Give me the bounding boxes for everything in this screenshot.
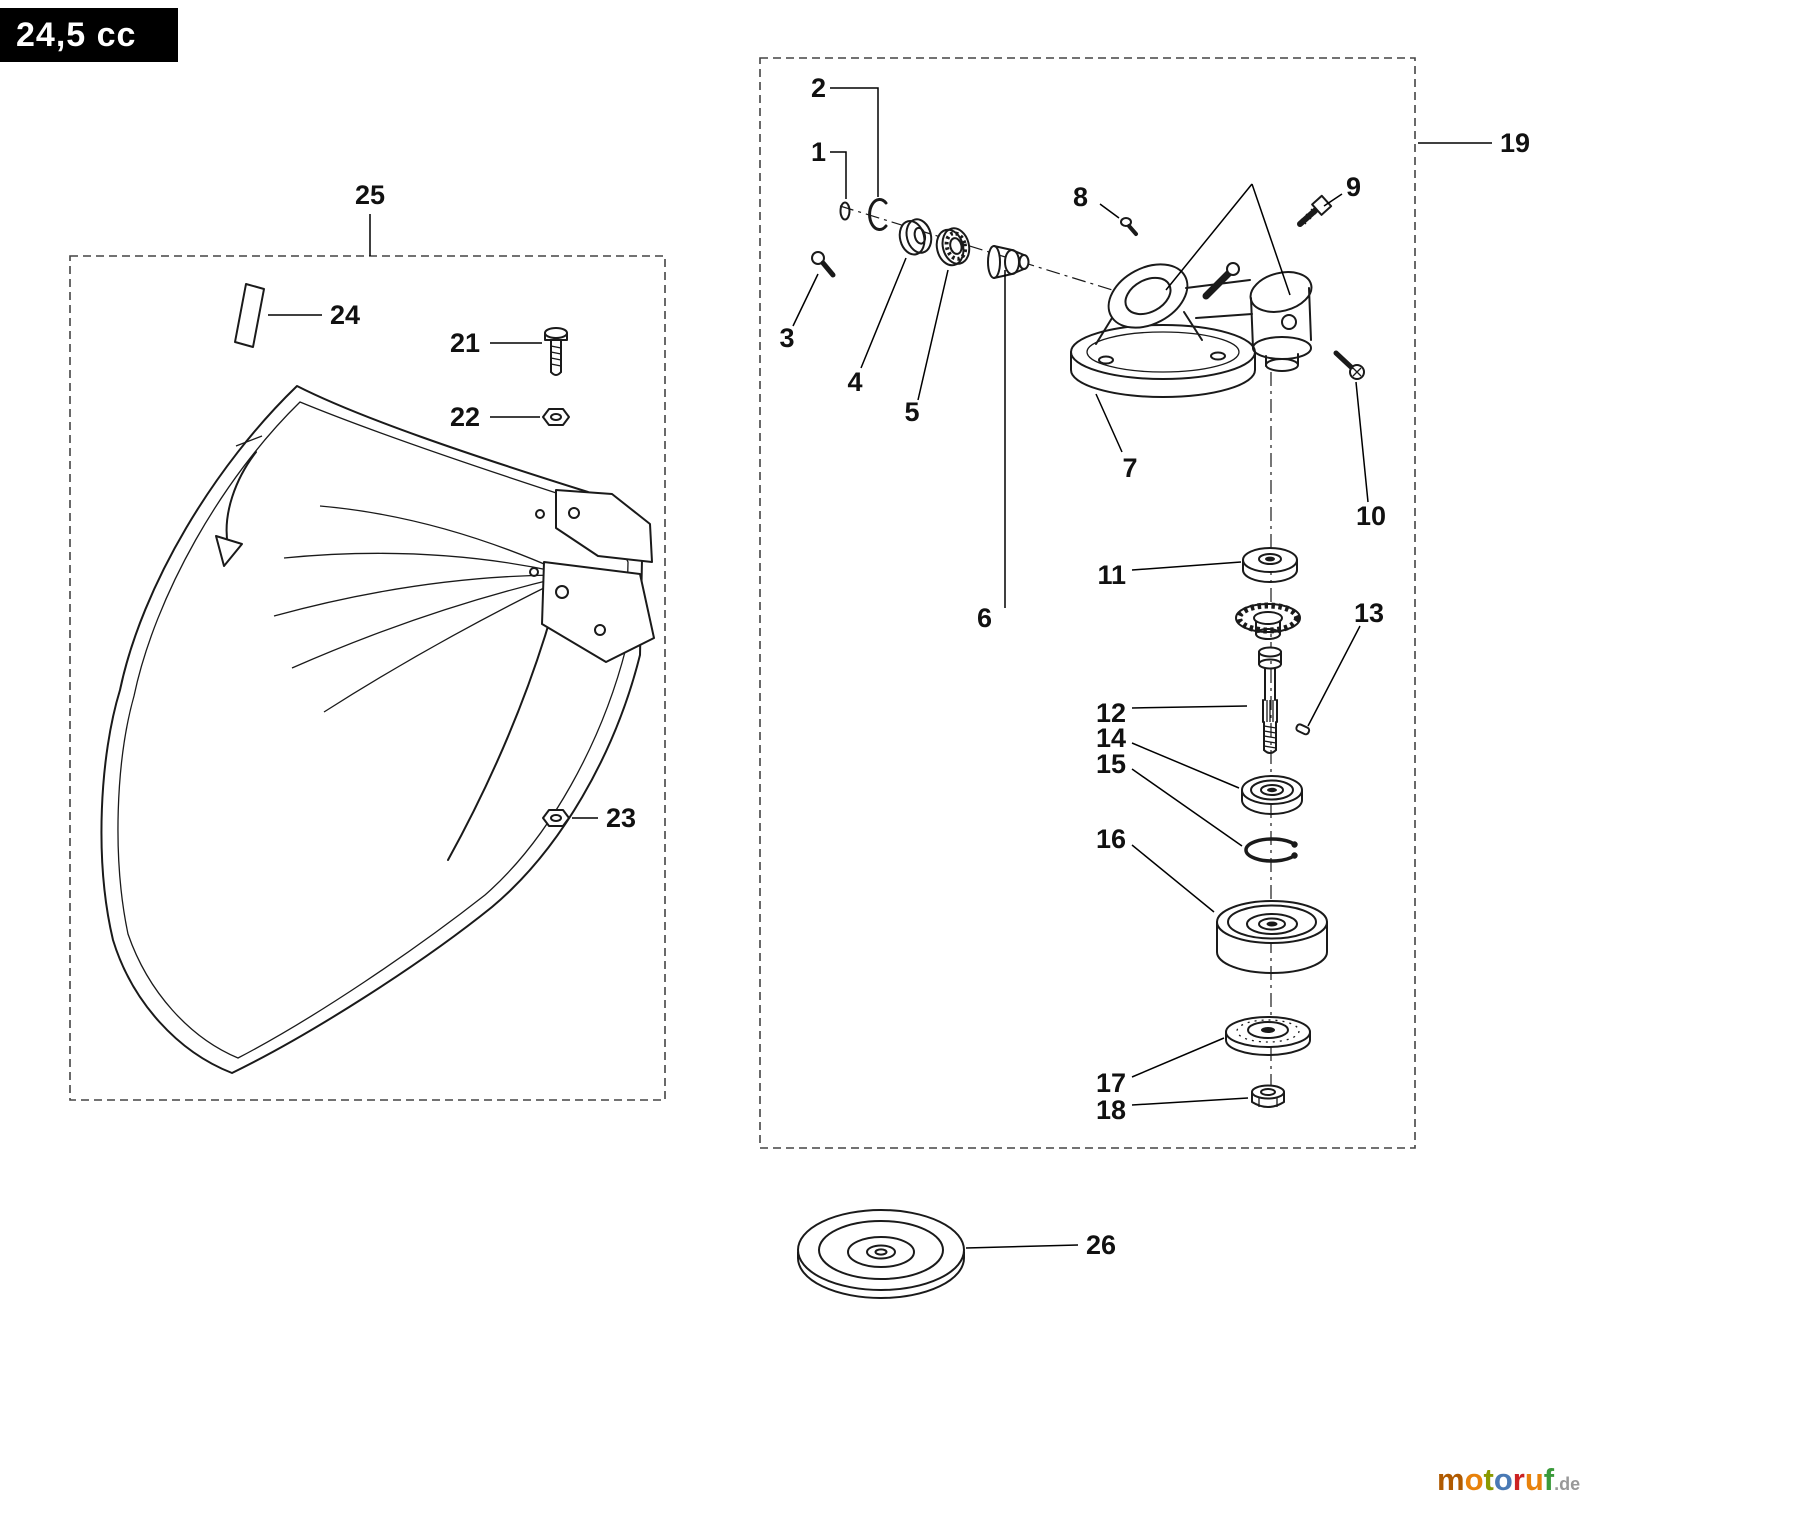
part-label-10: 10 [1356,501,1386,531]
part-14-bearing [1241,775,1303,815]
part-6-coupler [987,245,1030,279]
part-5-splined-washer [935,227,971,267]
part-21-screw [544,327,568,376]
part-label-18: 18 [1096,1095,1126,1125]
part-15-snap-ring [1244,837,1298,863]
part-number-labels: 2 1 3 4 5 6 7 8 9 10 11 12 13 14 15 16 1… [330,73,1530,1260]
watermark[interactable]: motoruf.de [1437,1462,1580,1498]
part-label-11: 11 [1097,560,1126,590]
part-label-14: 14 [1096,723,1126,753]
part-22-nut [542,408,570,426]
part-label-6: 6 [977,603,992,633]
part-label-2: 2 [811,73,826,103]
part-label-26: 26 [1086,1230,1116,1260]
part-label-7: 7 [1122,453,1137,483]
part-label-9: 9 [1346,172,1361,202]
part-4-washer [898,218,933,256]
part-11-washer [1242,547,1298,583]
part-2-snap-ring [868,198,888,231]
part-9-bolt [1297,194,1333,227]
watermark-suffix: .de [1554,1474,1581,1494]
part-label-17: 17 [1096,1068,1126,1098]
part-10-screw [1333,350,1365,380]
engine-size-badge: 24,5 cc [0,8,178,62]
part-label-22: 22 [450,402,480,432]
part-label-12: 12 [1096,698,1126,728]
part-3-screw [811,251,836,278]
gearhead-assembly-drawing [811,194,1365,1108]
guard-bracket-upper [535,489,653,563]
guard-ribs [273,505,561,861]
part-label-1: 1 [811,137,826,167]
part-18-nut [1251,1084,1285,1108]
part-label-19: 19 [1500,128,1530,158]
part-label-21: 21 [450,328,480,358]
gearhead-section-box [759,57,1416,1149]
guard-section-box [69,255,666,1101]
guard-assembly-drawing [100,283,655,1074]
part-label-3: 3 [779,323,794,353]
part-16-bearing-cup [1216,900,1328,974]
part-label-25: 25 [355,180,385,210]
engine-size-label: 24,5 cc [16,15,137,54]
part-23-nut [542,809,570,827]
part-label-16: 16 [1096,824,1126,854]
part-label-15: 15 [1096,749,1126,779]
part-label-8: 8 [1073,182,1088,212]
bevel-gear [1235,602,1301,640]
part-26-disc [797,1209,965,1299]
watermark-brand: motoruf [1437,1462,1555,1497]
leader-lines [268,87,1492,1249]
part-17-washer [1225,1016,1311,1056]
part-13-key [1295,723,1311,736]
part-1-ring [839,201,851,221]
guard-bracket-lower [529,561,655,663]
part-8-screw [1120,217,1138,236]
part-label-23: 23 [606,803,636,833]
part-label-4: 4 [847,367,862,397]
part-7-gear-housing [1070,262,1313,398]
rotation-arrow-icon [215,435,263,567]
part-24-sticker [234,283,265,348]
part-label-13: 13 [1354,598,1384,628]
part-label-24: 24 [330,300,360,330]
part-label-5: 5 [904,397,919,427]
axis-centerline-diagonal [839,205,1136,298]
part-12-shaft [1258,646,1282,754]
